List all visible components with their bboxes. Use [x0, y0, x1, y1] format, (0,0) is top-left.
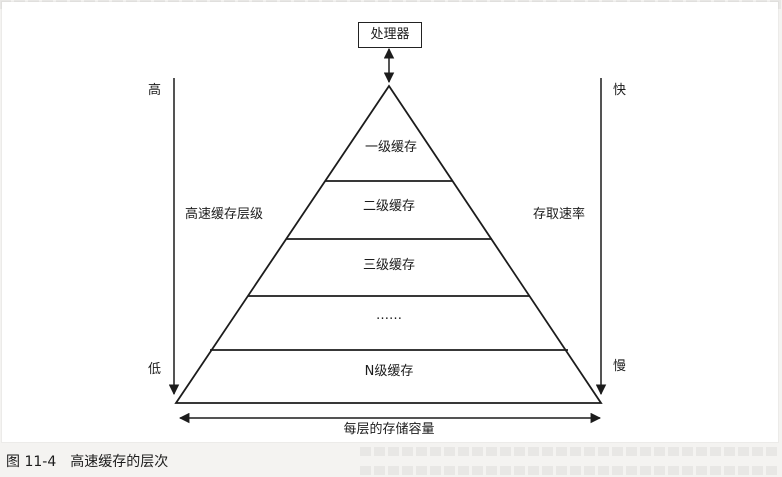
figure-frame: 处理器 一级缓存 二级缓存 三级缓存 …… N级缓存 高 高速缓存层级 低 快 …	[2, 2, 778, 442]
right-axis-title: 存取速率	[533, 207, 586, 222]
level-1-label: 一级缓存	[364, 140, 418, 155]
pyramid-diagram	[168, 47, 607, 424]
level-2-label: 二级缓存	[362, 199, 416, 214]
left-axis-title: 高速缓存层级	[185, 207, 264, 222]
level-3-label: 三级缓存	[362, 258, 416, 273]
caption-number: 图 11-4	[6, 454, 57, 470]
pyramid-outline	[174, 84, 603, 404]
capacity-label: 每层的存储容量	[343, 422, 435, 437]
caption-title: 高速缓存的层次	[70, 454, 169, 470]
level-n-label: N级缓存	[364, 364, 414, 379]
processor-box: 处理器	[358, 22, 422, 48]
right-axis-bottom-label: 慢	[613, 359, 627, 374]
right-axis-top-label: 快	[613, 83, 627, 98]
left-axis-top-label: 高	[148, 83, 162, 98]
left-axis-bottom-label: 低	[148, 362, 162, 377]
figure-caption: 图 11-4 高速缓存的层次	[6, 453, 168, 471]
level-ellipsis-label: ……	[376, 308, 402, 323]
